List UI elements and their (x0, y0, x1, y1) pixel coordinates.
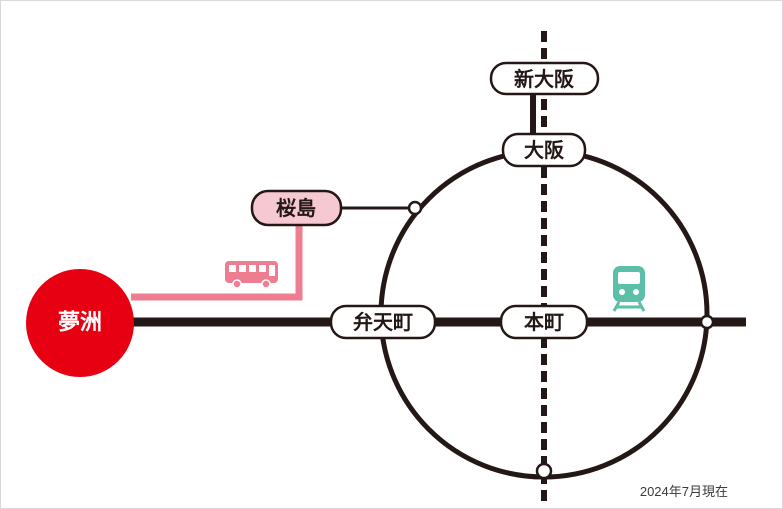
shin-osaka-label: 新大阪 (514, 67, 575, 91)
bentencho-box (329, 304, 437, 340)
bus-route (131, 226, 303, 301)
date-caption: 2024年7月現在 (639, 484, 728, 499)
osaka-label: 大阪 (524, 138, 565, 162)
osaka-box (501, 132, 587, 168)
hommachi-box (499, 304, 589, 340)
node-loop-sakurajima (407, 200, 423, 216)
bus-icon (225, 261, 278, 289)
hommachi-label: 本町 (524, 310, 564, 334)
destination-circle (26, 269, 134, 377)
sakurajima-label: 桜島 (276, 196, 316, 220)
destination-label: 夢洲 (58, 311, 102, 336)
node-loop-south (535, 462, 553, 480)
bentencho-label: 弁天町 (353, 310, 413, 334)
sakurajima-box (250, 189, 343, 227)
shin-osaka-box (489, 61, 600, 96)
train-icon (612, 266, 646, 312)
node-loop-east (699, 314, 715, 330)
